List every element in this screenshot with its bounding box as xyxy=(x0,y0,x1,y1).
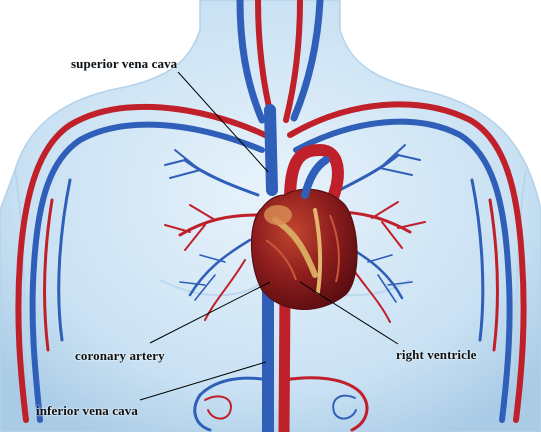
label-right-ventricle: right ventricle xyxy=(396,348,477,361)
label-superior-vena-cava: superior vena cava xyxy=(71,57,177,70)
label-inferior-vena-cava: inferior vena cava xyxy=(36,404,138,417)
label-coronary-artery: coronary artery xyxy=(75,349,165,362)
